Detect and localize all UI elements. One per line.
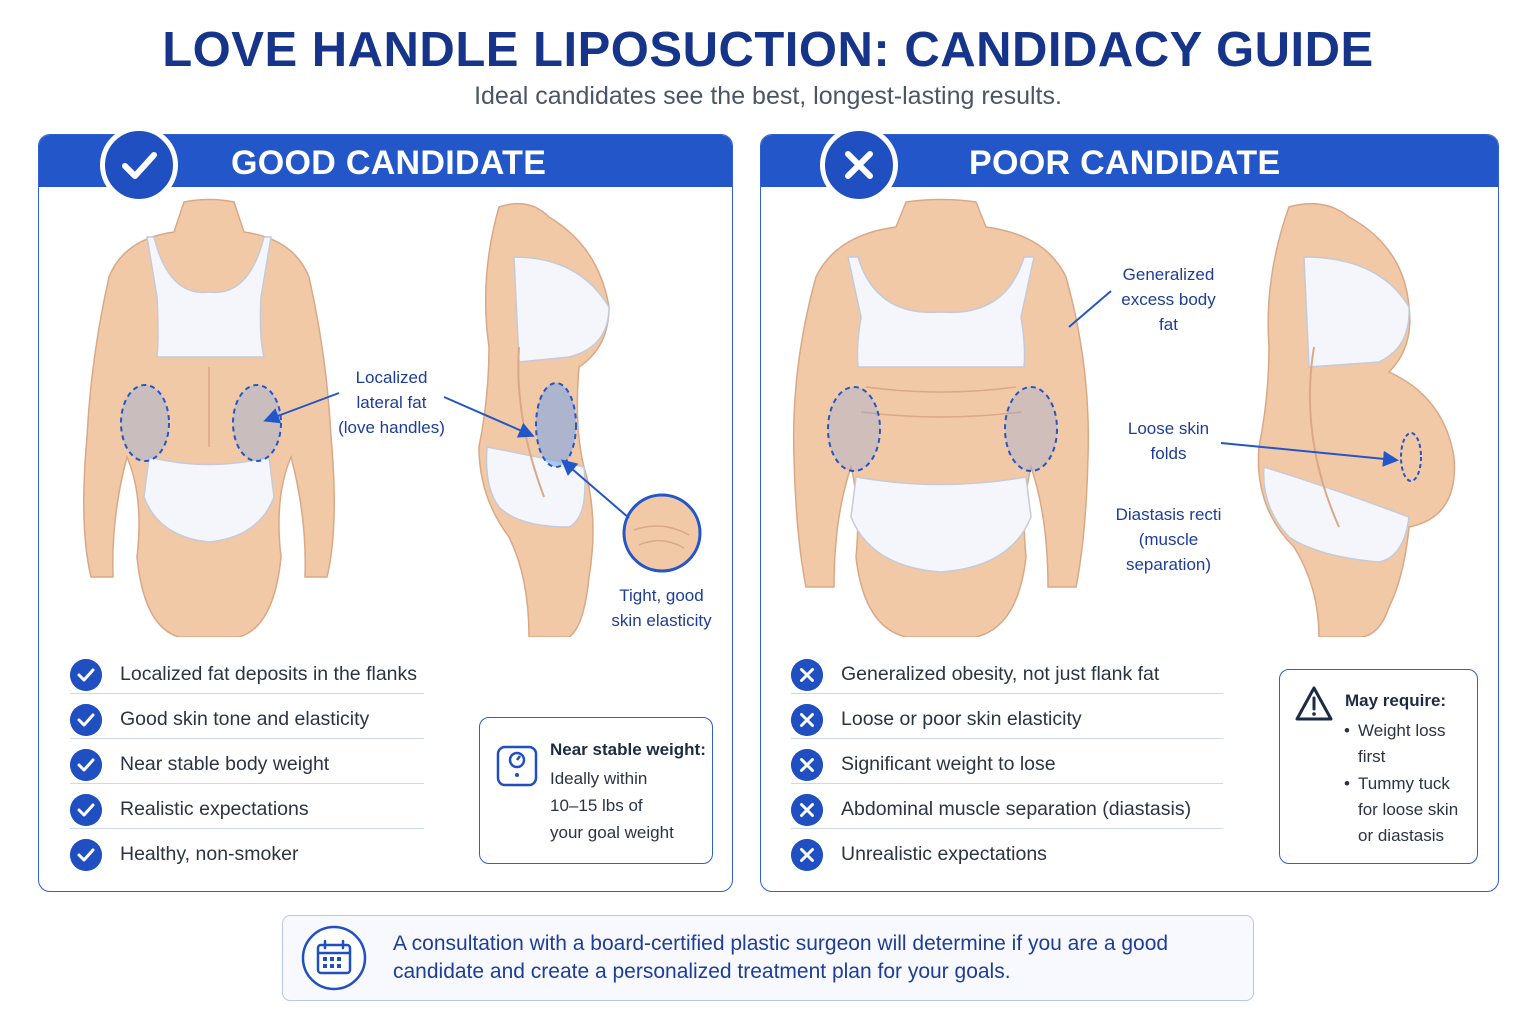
label-generalized-fat: Generalized excess body fat bbox=[1121, 265, 1216, 334]
good-back-figure bbox=[83, 198, 335, 637]
check-circle-icon bbox=[70, 704, 102, 736]
may-require-title: May require: bbox=[1345, 691, 1447, 710]
x-icon bbox=[845, 151, 873, 179]
good-badge bbox=[100, 126, 178, 204]
label-diastasis: Diastasis recti (muscle separation) bbox=[1115, 505, 1222, 574]
page-subtitle: Ideal candidates see the best, longest-l… bbox=[474, 82, 1062, 110]
check-circle-icon bbox=[70, 839, 102, 871]
consultation-text: A consultation with a board-certified pl… bbox=[393, 932, 1169, 983]
poor-panel-title: POOR CANDIDATE bbox=[969, 144, 1281, 182]
check-circle-icon bbox=[70, 659, 102, 691]
good-annotation-arrows bbox=[263, 392, 630, 519]
good-panel-title: GOOD CANDIDATE bbox=[231, 144, 547, 182]
stable-weight-line: Ideally within bbox=[550, 769, 648, 788]
check-circle-icon bbox=[70, 749, 102, 781]
consultation-banner: A consultation with a board-certified pl… bbox=[282, 915, 1254, 1001]
stable-weight-line: 10–15 lbs of bbox=[550, 796, 643, 815]
good-candidate-panel: GOOD CANDIDATE Localized lateral fat (lo… bbox=[38, 134, 733, 892]
x-circle-icon bbox=[791, 704, 823, 736]
poor-list-item: Abdominal muscle separation (diastasis) bbox=[791, 788, 1223, 829]
stable-weight-title: Near stable weight: bbox=[550, 740, 706, 759]
poor-list-item: Significant weight to lose bbox=[791, 743, 1223, 784]
good-list-item: Localized fat deposits in the flanks bbox=[70, 653, 424, 694]
x-circle-icon bbox=[791, 839, 823, 871]
label-loose-skin: Loose skin folds bbox=[1127, 419, 1210, 463]
poor-side-figure bbox=[1257, 202, 1456, 637]
page-title: LOVE HANDLE LIPOSUCTION: CANDIDACY GUIDE bbox=[162, 23, 1374, 77]
poor-list-item: Loose or poor skin elasticity bbox=[791, 698, 1223, 739]
label-localized-fat: Localized lateral fat (love handles) bbox=[338, 368, 445, 437]
skin-magnify-icon bbox=[622, 493, 702, 573]
good-list-item: Realistic expectations bbox=[70, 788, 424, 829]
may-require-note: May require: •Weight loss first •Tummy t… bbox=[1279, 669, 1478, 864]
good-list-item: Good skin tone and elasticity bbox=[70, 698, 424, 739]
x-circle-icon bbox=[791, 749, 823, 781]
may-require-bullet: •Tummy tuck for loose skin or diastasis bbox=[1344, 774, 1459, 845]
check-circle-icon bbox=[70, 794, 102, 826]
warning-icon bbox=[1295, 686, 1333, 721]
check-icon bbox=[122, 152, 157, 179]
stable-weight-note: Near stable weight: Ideally within 10–15… bbox=[479, 717, 713, 864]
x-circle-icon bbox=[791, 794, 823, 826]
good-list-item: Healthy, non-smoker bbox=[70, 833, 424, 873]
poor-list-item: Unrealistic expectations bbox=[791, 833, 1223, 873]
poor-list-item: Generalized obesity, not just flank fat bbox=[791, 653, 1223, 694]
poor-back-figure bbox=[792, 198, 1090, 637]
may-require-bullet: •Weight loss first bbox=[1344, 721, 1446, 766]
poor-annotation-arrows bbox=[1068, 290, 1399, 467]
good-list-item: Near stable body weight bbox=[70, 743, 424, 784]
calendar-icon bbox=[301, 925, 367, 991]
poor-candidate-panel: POOR CANDIDATE Generalized excess body f… bbox=[760, 134, 1499, 892]
scale-icon bbox=[496, 745, 538, 787]
poor-badge bbox=[820, 126, 898, 204]
good-side-love-handle-highlight bbox=[535, 382, 577, 468]
good-back-love-handle-highlights bbox=[120, 384, 282, 462]
x-circle-icon bbox=[791, 659, 823, 691]
stable-weight-line: your goal weight bbox=[550, 823, 674, 842]
poor-back-fat-highlights bbox=[827, 386, 1058, 472]
label-skin-elasticity: Tight, good skin elasticity bbox=[611, 586, 712, 630]
